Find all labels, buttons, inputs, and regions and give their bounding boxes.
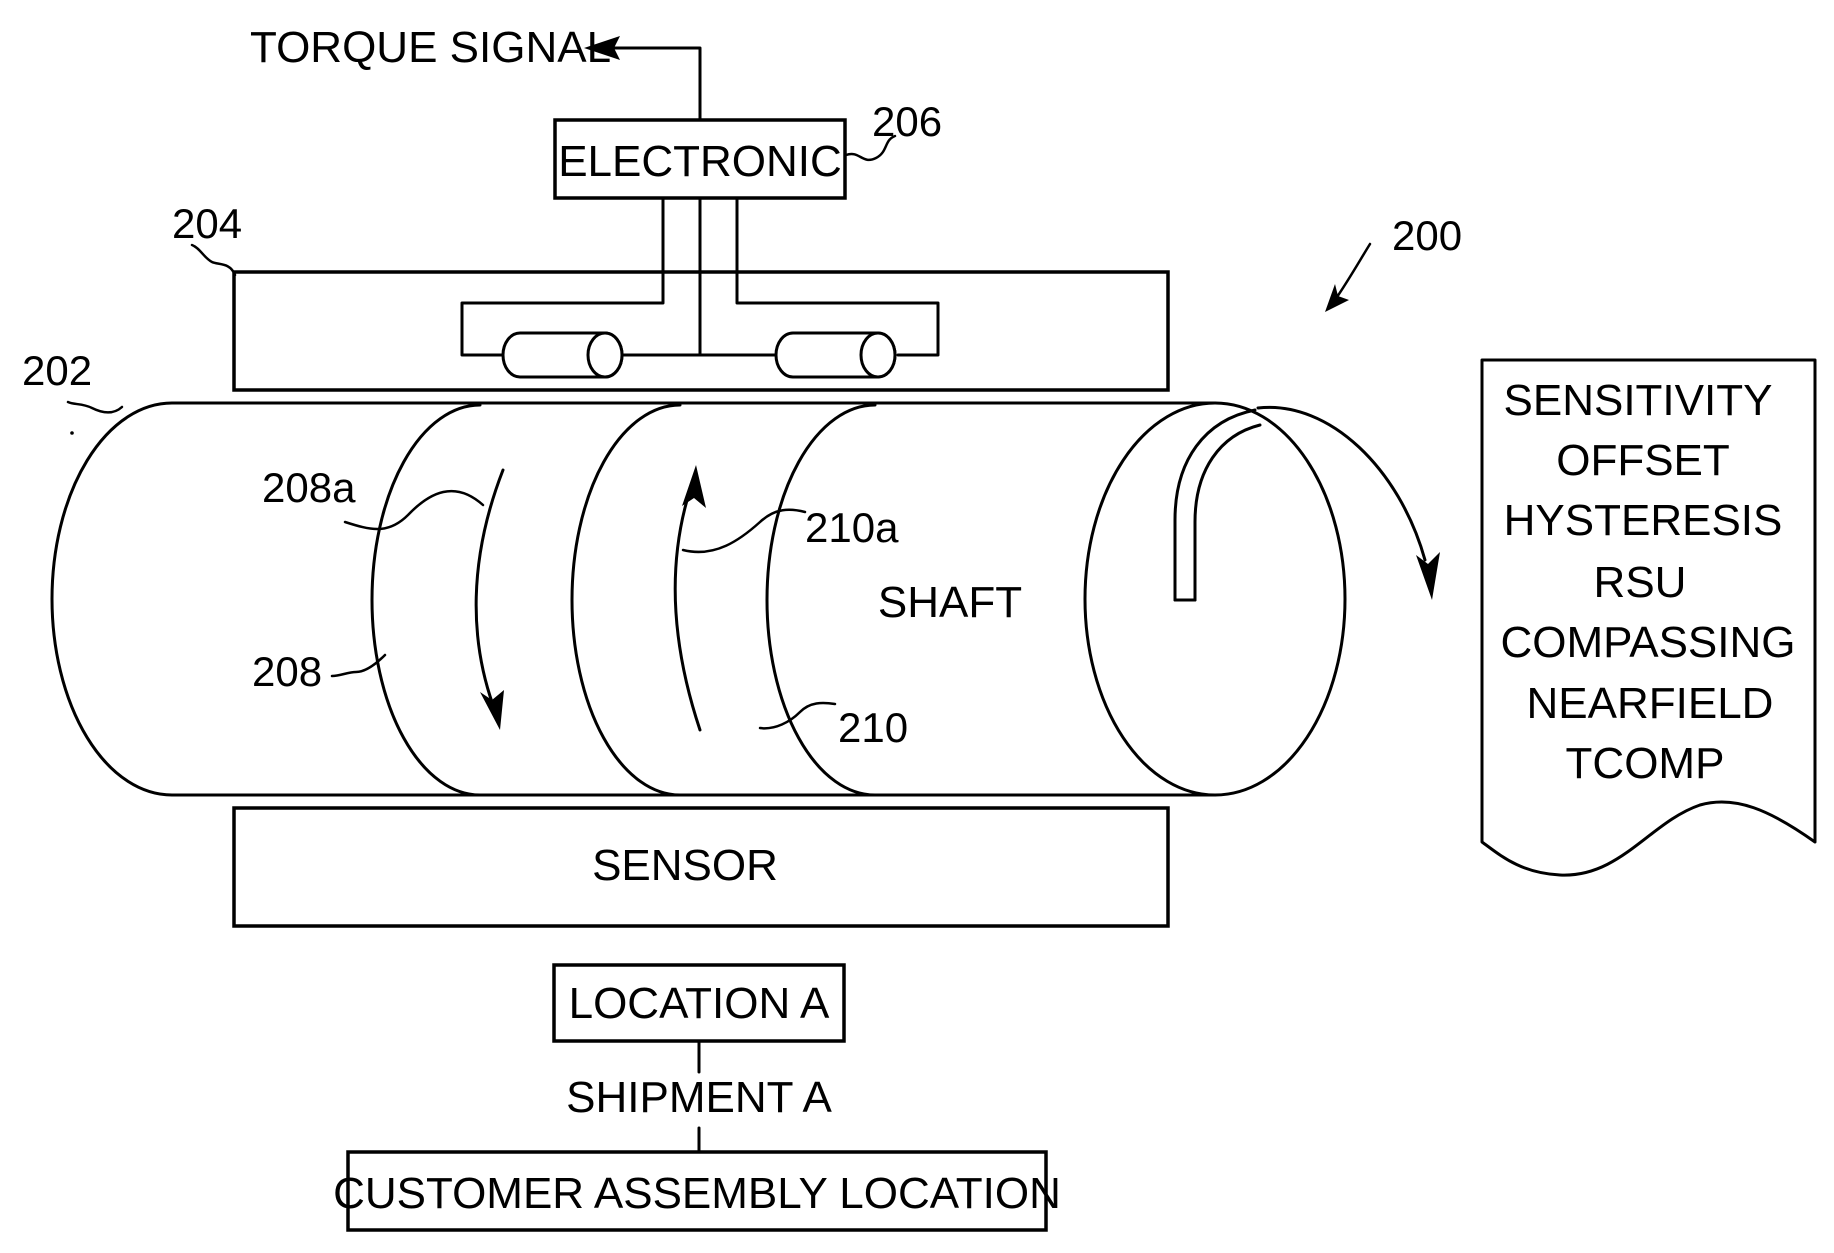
param-0: SENSITIVITY <box>1504 376 1773 425</box>
left-wire <box>462 198 663 355</box>
right-coil <box>776 333 895 377</box>
ref-200: 200 <box>1392 212 1462 259</box>
param-4: COMPASSING <box>1500 618 1795 667</box>
ref-204: 204 <box>172 200 242 247</box>
param-6: TCOMP <box>1566 739 1725 788</box>
shipment-a-label: SHIPMENT A <box>566 1073 832 1122</box>
right-wire <box>737 198 938 355</box>
ref-208a: 208a <box>262 464 356 511</box>
sensor-unit: SENSOR <box>234 808 1168 926</box>
shaft: SHAFT 202 <box>22 347 1345 795</box>
ref-208: 208 <box>252 648 322 695</box>
shipping-flow: LOCATION A SHIPMENT A CUSTOMER ASSEMBLY … <box>333 965 1061 1230</box>
ref-210a: 210a <box>805 504 899 551</box>
param-5: NEARFIELD <box>1527 679 1774 728</box>
electronic-label: ELECTRONIC <box>558 137 842 186</box>
torque-signal-line <box>612 48 700 120</box>
system-reference: 200 <box>1325 212 1462 312</box>
coil-housing-leader <box>192 245 235 275</box>
ref-210: 210 <box>838 704 908 751</box>
param-1: OFFSET <box>1556 436 1730 485</box>
shaft-label: SHAFT <box>878 578 1022 627</box>
location-a-label: LOCATION A <box>569 979 830 1028</box>
torque-signal-label: TORQUE SIGNAL <box>250 23 611 72</box>
sensor-label: SENSOR <box>592 841 778 890</box>
ref-202: 202 <box>22 347 92 394</box>
ref-206: 206 <box>872 98 942 145</box>
electronic-unit: ELECTRONIC 206 <box>555 98 942 198</box>
shaft-body <box>52 403 1345 795</box>
customer-assembly-label: CUSTOMER ASSEMBLY LOCATION <box>333 1169 1061 1218</box>
coil-wiring <box>462 198 938 355</box>
param-2: HYSTERESIS <box>1504 496 1783 545</box>
shaft-leader <box>68 402 122 412</box>
left-coil <box>503 333 622 377</box>
parameter-document: SENSITIVITY OFFSET HYSTERESIS RSU COMPAS… <box>1482 360 1815 875</box>
param-3: RSU <box>1594 558 1687 607</box>
torque-signal-output: TORQUE SIGNAL <box>250 23 700 120</box>
coil-housing: 204 <box>172 200 1168 390</box>
shaft-mark <box>70 431 74 435</box>
